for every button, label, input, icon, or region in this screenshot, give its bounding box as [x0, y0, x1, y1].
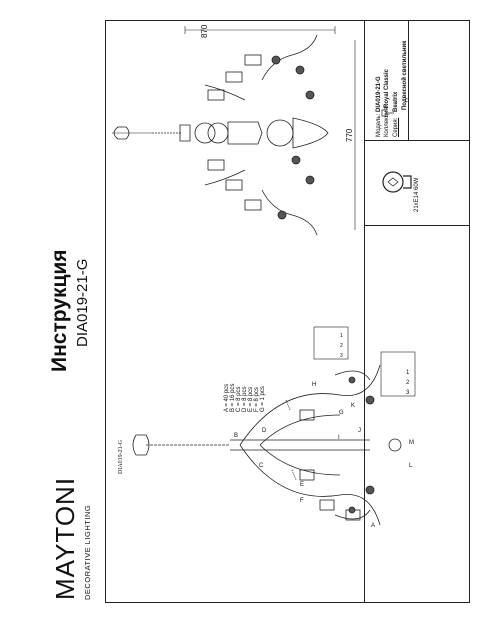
assembly-drawing: [132, 364, 402, 526]
info-strip: [364, 20, 470, 603]
detail-number: 2: [340, 343, 343, 349]
detail-number: 3: [406, 390, 410, 396]
dimension-lines: [184, 26, 356, 230]
detail-number: 3: [340, 353, 343, 359]
part-label: A: [371, 523, 376, 529]
part-label: I: [338, 435, 340, 441]
detail-inset-b: [380, 351, 416, 397]
info-col-divider: [408, 20, 409, 140]
detail-number: 1: [406, 370, 410, 376]
detail-inset-a: [313, 326, 349, 360]
part-label: H: [312, 382, 317, 388]
part-label: G: [339, 410, 344, 416]
info-divider-2: [364, 225, 470, 226]
part-label: L: [409, 463, 413, 469]
part-label: K: [351, 403, 356, 409]
part-label: M: [409, 440, 414, 446]
part-label: E: [300, 482, 305, 488]
part-label: C: [259, 463, 264, 469]
chandelier-side-view: [112, 34, 329, 236]
detail-number: 1: [340, 333, 343, 339]
part-label: B: [234, 433, 239, 439]
pendant-icon: [381, 109, 394, 117]
detail-number: 2: [406, 380, 410, 386]
bulb-icon: [382, 171, 412, 193]
part-label: F: [300, 498, 304, 504]
part-label: D: [262, 428, 267, 434]
part-label: J: [358, 428, 361, 434]
drawing-frame: [105, 20, 470, 603]
info-divider-1: [364, 140, 470, 141]
